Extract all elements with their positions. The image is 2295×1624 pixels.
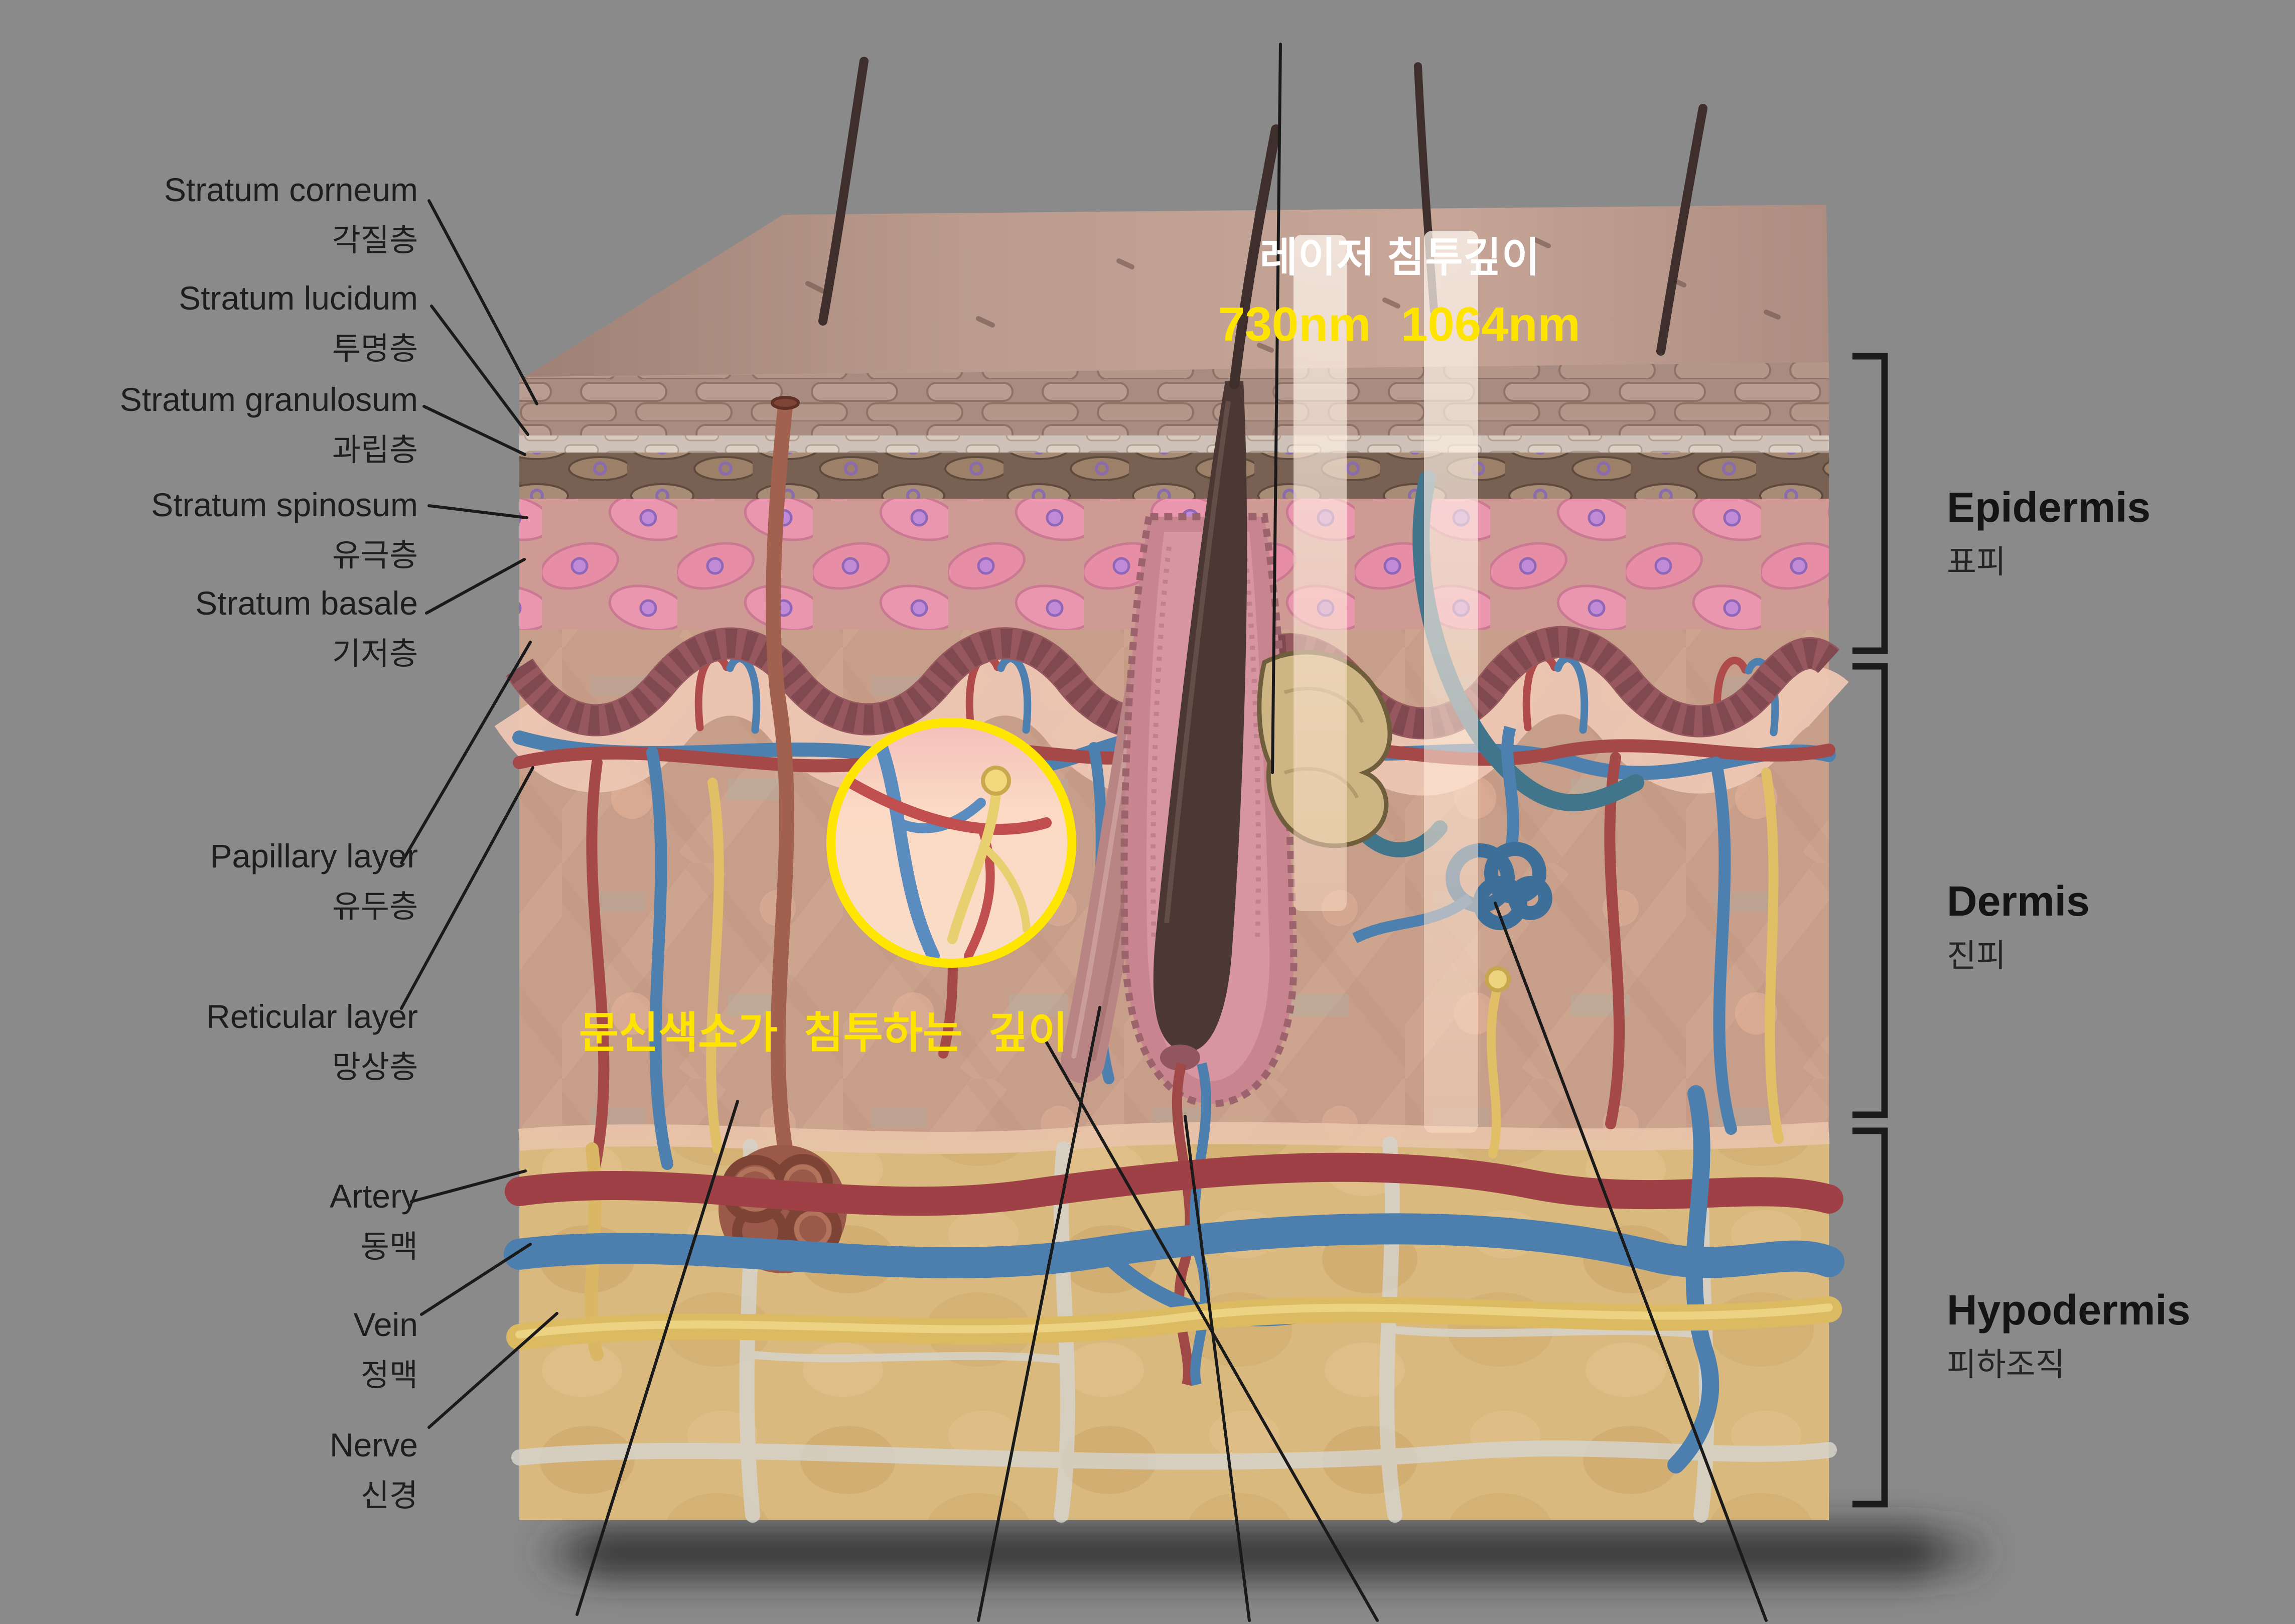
laser-penetration-title: 레이저 침투깊이: [1259, 235, 1540, 280]
hair-follicle: [1120, 381, 1298, 1386]
label-stratum-spinosum-ko: 유극층: [332, 538, 418, 573]
label-artery: Artery 동맥: [330, 1170, 418, 1272]
label-vein-en: Vein: [353, 1306, 418, 1343]
label-stratum-granulosum-ko: 과립층: [332, 433, 418, 468]
bracket-hypodermis: [1852, 1127, 1888, 1508]
callout-line-5: [1494, 902, 1768, 1622]
label-nerve-en: Nerve: [329, 1426, 418, 1463]
callout-line-4: [1045, 1041, 1379, 1622]
label-vein: Vein 정맥: [354, 1298, 418, 1401]
block-shadow: [542, 1526, 1987, 1579]
label-nerve: Nerve 신경: [330, 1419, 418, 1521]
leader-reticular-layer: [400, 766, 534, 1010]
wavelength-1064nm: 1064nm: [1401, 298, 1581, 351]
laser-beam-1064nm: [1424, 231, 1478, 1133]
label-stratum-corneum: Stratum corneum 각질층: [164, 164, 418, 266]
callout-line-1: [576, 1100, 739, 1616]
laser-beam-730nm: [1294, 235, 1347, 911]
label-stratum-corneum-ko: 각질층: [332, 223, 418, 258]
label-dermis-ko: 진피: [1947, 938, 2006, 974]
label-hypodermis: Hypodermis 피하조직: [1947, 1284, 2190, 1388]
skin-top-surface: [519, 205, 1829, 382]
leader-stratum-spinosum: [427, 504, 528, 519]
hypodermis-vessels: [504, 1085, 1844, 1473]
tattoo-pigment-depth-caption: 문신색소가 침투하는 깊이: [579, 1009, 1068, 1057]
bracket-epidermis: [1852, 353, 1888, 654]
leader-artery: [410, 1169, 527, 1203]
label-stratum-corneum-en: Stratum corneum: [164, 171, 418, 208]
label-dermis-en: Dermis: [1947, 877, 2090, 925]
label-stratum-basale: Stratum basale 기저층: [195, 577, 418, 679]
label-reticular-layer-ko: 망상층: [332, 1050, 418, 1085]
leader-papillary-layer: [400, 641, 532, 864]
leader-stratum-lucidum: [430, 305, 529, 436]
leader-stratum-basale: [425, 558, 526, 615]
label-reticular-layer-en: Reticular layer: [206, 998, 418, 1035]
label-epidermis-en: Epidermis: [1947, 484, 2151, 531]
wavelength-730nm: 730nm: [1218, 298, 1371, 351]
label-papillary-layer-ko: 유두층: [332, 890, 418, 924]
leader-lines: [400, 43, 1768, 1622]
layer-brackets: [1852, 353, 1888, 1508]
tattoo-depth-highlight-circle: [826, 718, 1076, 968]
label-stratum-basale-en: Stratum basale: [195, 584, 418, 622]
label-vein-ko: 정맥: [360, 1358, 418, 1393]
callout-line-3: [1184, 1115, 1251, 1622]
label-stratum-lucidum: Stratum lucidum 투명층: [179, 272, 418, 374]
label-stratum-basale-ko: 기저층: [332, 637, 418, 671]
label-hypodermis-en: Hypodermis: [1947, 1286, 2191, 1334]
label-stratum-lucidum-en: Stratum lucidum: [179, 279, 418, 317]
label-artery-en: Artery: [329, 1177, 418, 1215]
label-stratum-spinosum-en: Stratum spinosum: [151, 486, 418, 523]
leader-stratum-granulosum: [422, 405, 526, 456]
callout-line-2: [977, 1006, 1101, 1622]
leader-vein: [420, 1243, 532, 1316]
label-papillary-layer-en: Papillary layer: [210, 837, 418, 874]
label-reticular-layer: Reticular layer 망상층: [206, 990, 418, 1093]
label-epidermis: Epidermis 표피: [1947, 482, 2150, 585]
laser-pointer-line: [1271, 43, 1282, 774]
label-stratum-granulosum: Stratum granulosum 과립층: [120, 373, 418, 476]
leader-nerve: [427, 1312, 558, 1429]
label-stratum-granulosum-en: Stratum granulosum: [119, 381, 418, 418]
label-stratum-lucidum-ko: 투명층: [332, 332, 418, 366]
label-stratum-spinosum: Stratum spinosum 유극층: [151, 479, 418, 581]
label-epidermis-ko: 표피: [1947, 544, 2006, 580]
label-hypodermis-ko: 피하조직: [1947, 1347, 2065, 1383]
label-artery-ko: 동맥: [360, 1230, 418, 1264]
laser-beams: [1294, 231, 1478, 1133]
leader-stratum-corneum: [427, 199, 538, 405]
label-nerve-ko: 신경: [360, 1479, 418, 1513]
bracket-dermis: [1852, 663, 1888, 1118]
label-dermis: Dermis 진피: [1947, 875, 2090, 979]
label-papillary-layer: Papillary layer 유두층: [210, 830, 418, 932]
